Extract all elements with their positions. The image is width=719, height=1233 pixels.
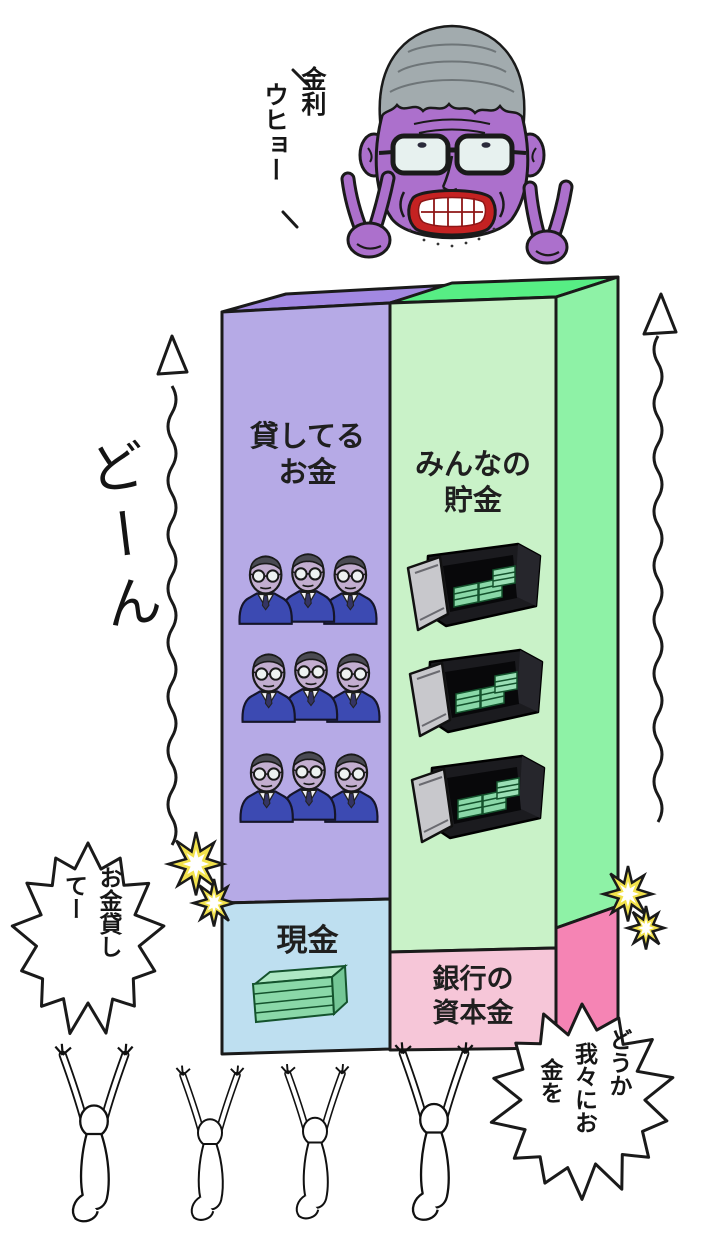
peace-sign-right-hand-icon [522, 179, 574, 265]
exclamation-line: 金利 [298, 66, 327, 116]
speech-bubble-left [10, 841, 166, 1035]
reaching-people [55, 1042, 472, 1221]
banker-exclamation: 金利 ウヒョー [256, 66, 331, 236]
speech-bubble-left-text: お金貸し てー [45, 866, 125, 1016]
bubble-line: お金貸し [95, 866, 121, 958]
up-arrow-right-icon [642, 292, 678, 823]
exclamation-strokes [281, 68, 309, 229]
reaching-person-icon [281, 1064, 348, 1218]
businessman-icon [243, 652, 380, 721]
speech-bubble-right [489, 1002, 675, 1201]
capital-label-line: 資本金 [432, 997, 514, 1029]
speech-bubble-right-text: どうか 我々にお 金を [525, 1028, 635, 1188]
loans-label-line: お金 [278, 455, 337, 490]
deposits-bar-side-face [554, 275, 620, 930]
reaching-person-icon [176, 1066, 243, 1220]
banknote-stack-icon [251, 963, 349, 1024]
spark-burst-right-icon [598, 865, 669, 950]
loan-businessmen-icons [240, 554, 380, 821]
capital-section-label: 銀行の 資本金 [392, 963, 554, 1031]
bubble-line: 我々にお [570, 1042, 597, 1134]
businessman-icon [241, 752, 378, 821]
stubble-dots [408, 227, 496, 248]
capital-label-line: 銀行の [432, 964, 514, 995]
exclamation-line: ウヒョー [260, 82, 290, 182]
bubble-line: 金を [536, 1058, 562, 1104]
deposits-bar-front-face [388, 295, 558, 954]
reaching-person-icon [395, 1042, 472, 1219]
bubble-line: どうか [605, 1028, 631, 1097]
bubble-line: てー [60, 874, 87, 920]
banker-hair [378, 24, 526, 124]
loans-section-label: 貸してる お金 [225, 418, 390, 491]
deposits-label-line: みんなの [414, 447, 531, 481]
deposits-section-label: みんなの 貯金 [392, 446, 554, 519]
reaching-person-icon [55, 1044, 132, 1221]
forehead-wrinkles [413, 118, 491, 134]
deposit-safe-icons [406, 542, 546, 844]
eye-left [417, 142, 427, 148]
cash-section-label: 現金 [276, 923, 339, 959]
eye-right [481, 142, 491, 148]
glasses-right-lens [454, 133, 515, 176]
businessman-icon [240, 554, 377, 623]
spark-burst-left-icon [163, 831, 239, 927]
deposits-label-line: 貯金 [443, 483, 502, 518]
banker-figure [340, 24, 574, 265]
loans-label-line: 貸してる [249, 419, 366, 453]
peace-sign-left-hand-icon [340, 170, 396, 259]
glasses-left-lens [390, 133, 451, 176]
up-arrow-left-icon [156, 334, 189, 846]
